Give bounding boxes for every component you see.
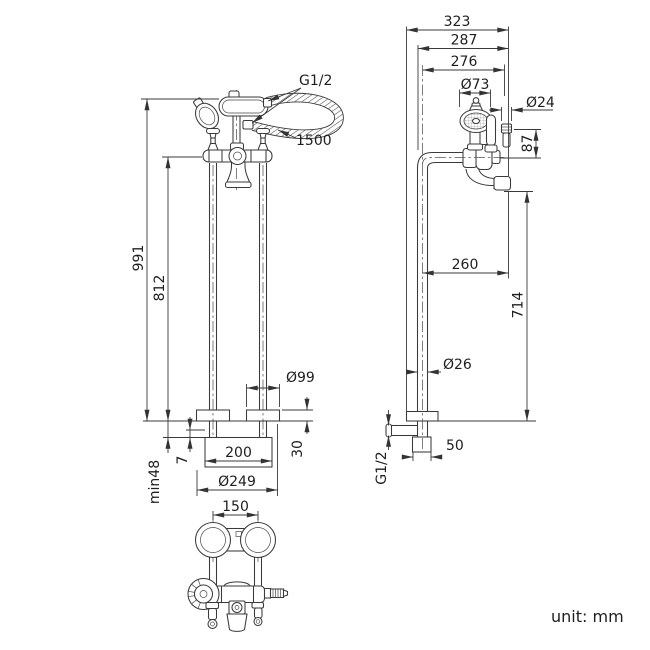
lever-handle-side — [484, 114, 498, 153]
handshower-side — [459, 97, 493, 151]
handset-cradle — [218, 90, 273, 117]
diverter-knob-side — [500, 123, 513, 148]
dim-276-label: 276 — [451, 54, 478, 70]
dim-714: 714 — [504, 191, 533, 421]
right-handle-top — [251, 601, 265, 627]
dim-7-label: 7 — [175, 456, 191, 465]
dim-150-label: 150 — [222, 499, 249, 515]
dim-24-label: Ø24 — [526, 95, 555, 111]
riser-pipe-side — [416, 151, 488, 437]
leader-g12-front: G1/2 — [251, 73, 332, 124]
front-view: 991 812 min48 7 200 Ø249 — [131, 73, 344, 504]
dim-7: 7 — [175, 417, 193, 465]
dim-g12-side: G1/2 — [374, 410, 391, 485]
side-view: 323 287 276 Ø73 Ø24 87 — [374, 14, 555, 485]
dim-50: 50 — [401, 438, 464, 461]
side-centerlines — [422, 65, 505, 452]
dim-287: 287 — [417, 33, 509, 150]
unit-label: unit: mm — [551, 607, 624, 626]
dim-87: 87 — [500, 129, 541, 159]
dim-73: Ø73 — [459, 77, 491, 107]
dim-323: 323 — [406, 14, 509, 412]
top-view: 150 — [187, 499, 289, 632]
left-handle-top — [205, 601, 220, 630]
shower-hose — [251, 92, 344, 140]
dim-73-label: Ø73 — [461, 77, 490, 93]
dim-249-label: Ø249 — [218, 474, 256, 490]
dim-323-label: 323 — [444, 14, 471, 30]
spout-top — [226, 600, 248, 632]
dim-249: Ø249 — [196, 424, 278, 496]
dim-1500-label: 1500 — [296, 133, 332, 149]
tub-spout-side — [465, 168, 512, 191]
dim-714-label: 714 — [511, 292, 527, 319]
right-valve-handle — [255, 127, 271, 151]
escutcheons-top — [194, 521, 277, 559]
dim-30: 30 — [282, 397, 313, 458]
dim-287-label: 287 — [451, 33, 478, 49]
valve-body-side — [462, 143, 501, 171]
handshower-head — [193, 97, 219, 130]
leader-1500: 1500 — [277, 129, 332, 149]
left-valve-handle — [205, 127, 221, 151]
dim-150: 150 — [212, 499, 259, 520]
dim-99: Ø99 — [246, 370, 315, 407]
dim-min48-label: min48 — [147, 460, 163, 504]
floor-and-base-side — [385, 410, 536, 453]
front-centerlines — [212, 90, 264, 436]
dim-50-label: 50 — [446, 438, 464, 454]
dim-991: 991 — [131, 98, 219, 421]
dim-87-label: 87 — [520, 135, 536, 153]
dim-812-label: 812 — [152, 275, 168, 302]
hose-connector-top — [263, 587, 289, 599]
spout-front — [224, 162, 252, 189]
side-g12-label: G1/2 — [374, 451, 390, 484]
center-stem — [229, 116, 254, 151]
dim-min48: min48 — [147, 421, 171, 504]
dim-30-label: 30 — [290, 440, 306, 458]
dim-26: Ø26 — [406, 357, 472, 375]
front-g12-label: G1/2 — [299, 73, 332, 89]
dim-991-label: 991 — [131, 245, 147, 272]
riser-pipes-front — [208, 163, 268, 437]
handshower-top — [187, 577, 220, 611]
dim-99-label: Ø99 — [286, 370, 315, 386]
dim-812: 812 — [152, 156, 202, 421]
dim-260: 260 — [422, 191, 509, 279]
dim-24: Ø24 — [489, 95, 555, 121]
dim-276: 276 — [422, 54, 505, 96]
dim-200-label: 200 — [225, 445, 252, 461]
dim-200: 200 — [205, 445, 272, 464]
dim-26-label: Ø26 — [443, 357, 472, 373]
dim-260-label: 260 — [452, 257, 479, 273]
valve-body — [202, 146, 273, 166]
floor-and-base-front — [143, 409, 298, 468]
